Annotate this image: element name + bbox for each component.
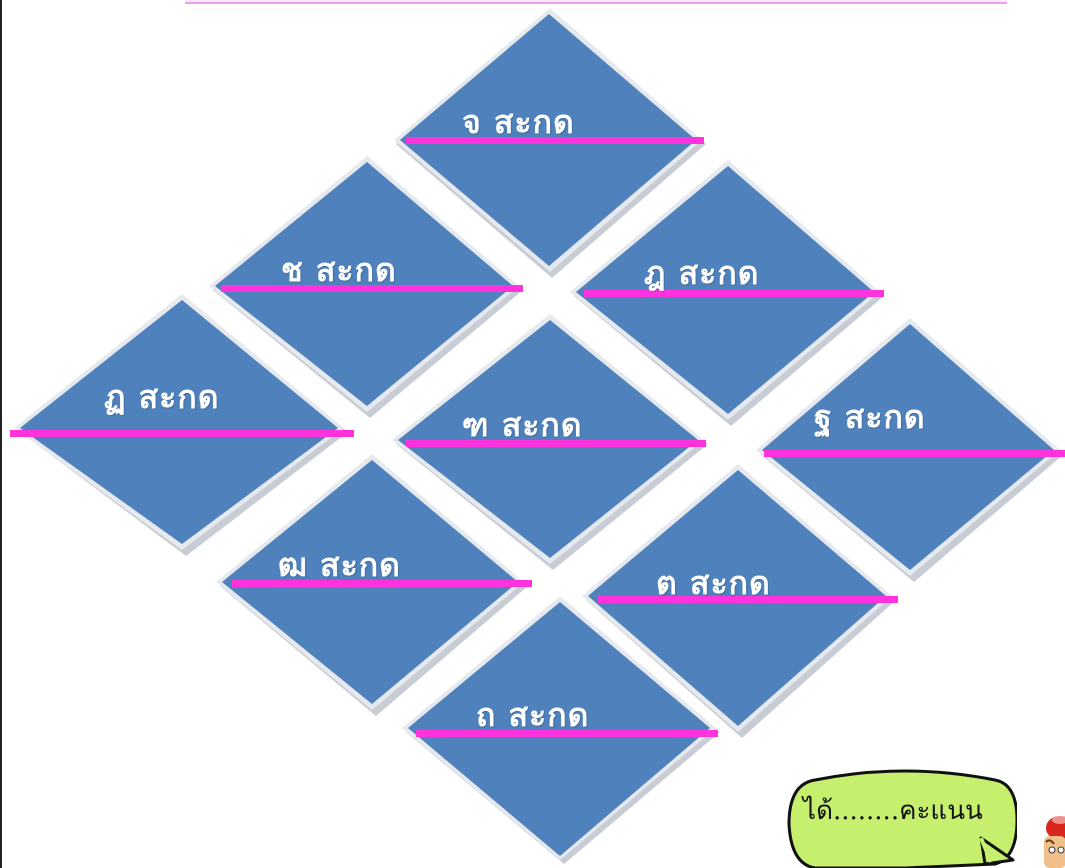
tile-label: ฐ สะกด bbox=[814, 392, 926, 443]
tile-label: ฑ สะกด bbox=[462, 400, 583, 451]
tile-label: ฎ สะกด bbox=[644, 248, 760, 299]
top-bar bbox=[185, 0, 1007, 4]
tile-label: ฏ สะกด bbox=[104, 372, 220, 423]
tile-label: ฒ สะกด bbox=[278, 540, 401, 591]
score-label: ได้........คะแนน bbox=[803, 790, 983, 831]
tile-label: ช สะกด bbox=[281, 245, 397, 296]
tile-label: จ สะกด bbox=[462, 97, 575, 148]
cartoon-mascot-icon bbox=[1040, 812, 1065, 868]
score-speech-bubble: ได้........คะแนน bbox=[785, 768, 1017, 868]
tile-thot-sakot[interactable]: ถ สะกด bbox=[398, 594, 728, 866]
tile-label: ถ สะกด bbox=[476, 690, 589, 741]
left-border-line bbox=[0, 0, 2, 868]
